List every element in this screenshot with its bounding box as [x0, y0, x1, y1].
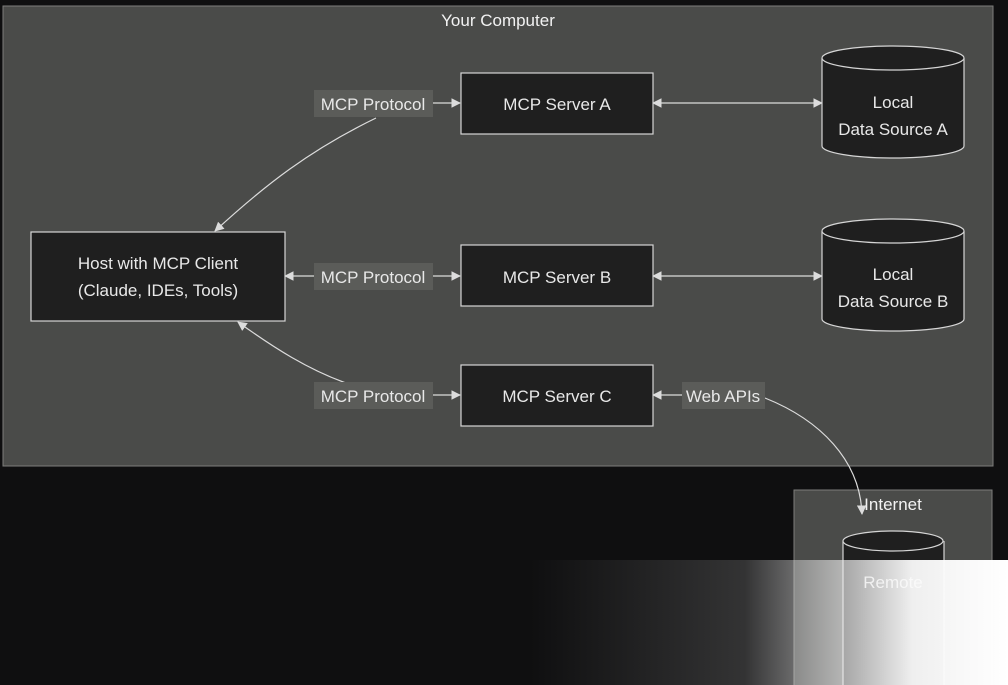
edge-label-web-apis-bg [682, 382, 765, 409]
edge-label-protocol-c-bg [314, 382, 433, 409]
node-source-a-line1: Local [873, 93, 914, 112]
node-host-line2: (Claude, IDEs, Tools) [78, 281, 238, 300]
node-remote: Remote [842, 530, 945, 685]
node-source-b-line2: Data Source B [838, 292, 949, 311]
edge-web-apis-to-remote [764, 397, 867, 515]
node-server-a-box [460, 72, 654, 135]
edges [214, 98, 867, 515]
edge-protocol-c-to-host [237, 321, 356, 387]
edge-label-protocol-a-text: MCP Protocol [321, 95, 426, 114]
edge-label-protocol-b: MCP Protocol [314, 263, 433, 290]
node-server-b-box [460, 244, 654, 307]
node-source-a-line2: Data Source A [838, 120, 948, 139]
node-source-b-line1: Local [873, 265, 914, 284]
node-server-a: MCP Server A [460, 72, 654, 135]
node-host-line1: Host with MCP Client [78, 254, 239, 273]
edge-label-protocol-b-bg [314, 263, 433, 290]
node-server-b-label: MCP Server B [503, 268, 611, 287]
node-remote-top [842, 530, 944, 552]
edge-label-protocol-a: MCP Protocol [314, 90, 433, 117]
edge-label-web-apis-text: Web APIs [686, 387, 760, 406]
node-host-box [30, 231, 286, 322]
node-server-c-box [460, 364, 654, 427]
node-source-a-top [821, 45, 965, 71]
edge-protocol-a-to-host [214, 117, 377, 232]
node-source-b: Local Data Source B [821, 218, 965, 332]
node-server-c-label: MCP Server C [502, 387, 611, 406]
node-server-c: MCP Server C [460, 364, 654, 427]
node-source-b-body [821, 231, 965, 332]
node-source-a: Local Data Source A [821, 45, 965, 159]
node-remote-body [842, 541, 945, 685]
edge-label-web-apis: Web APIs [682, 382, 765, 409]
edge-label-protocol-c-text: MCP Protocol [321, 387, 426, 406]
edge-label-protocol-a-bg [314, 90, 433, 117]
node-host: Host with MCP Client (Claude, IDEs, Tool… [30, 231, 286, 322]
node-source-b-top [821, 218, 965, 244]
edge-label-protocol-c: MCP Protocol [314, 382, 433, 409]
node-remote-label: Remote [863, 573, 923, 592]
edge-label-protocol-b-text: MCP Protocol [321, 268, 426, 287]
cluster-your-computer-title: Your Computer [441, 11, 555, 30]
node-server-b: MCP Server B [460, 244, 654, 307]
node-server-a-label: MCP Server A [503, 95, 611, 114]
cluster-internet-title: Internet [864, 495, 922, 514]
node-source-a-body [821, 58, 965, 159]
